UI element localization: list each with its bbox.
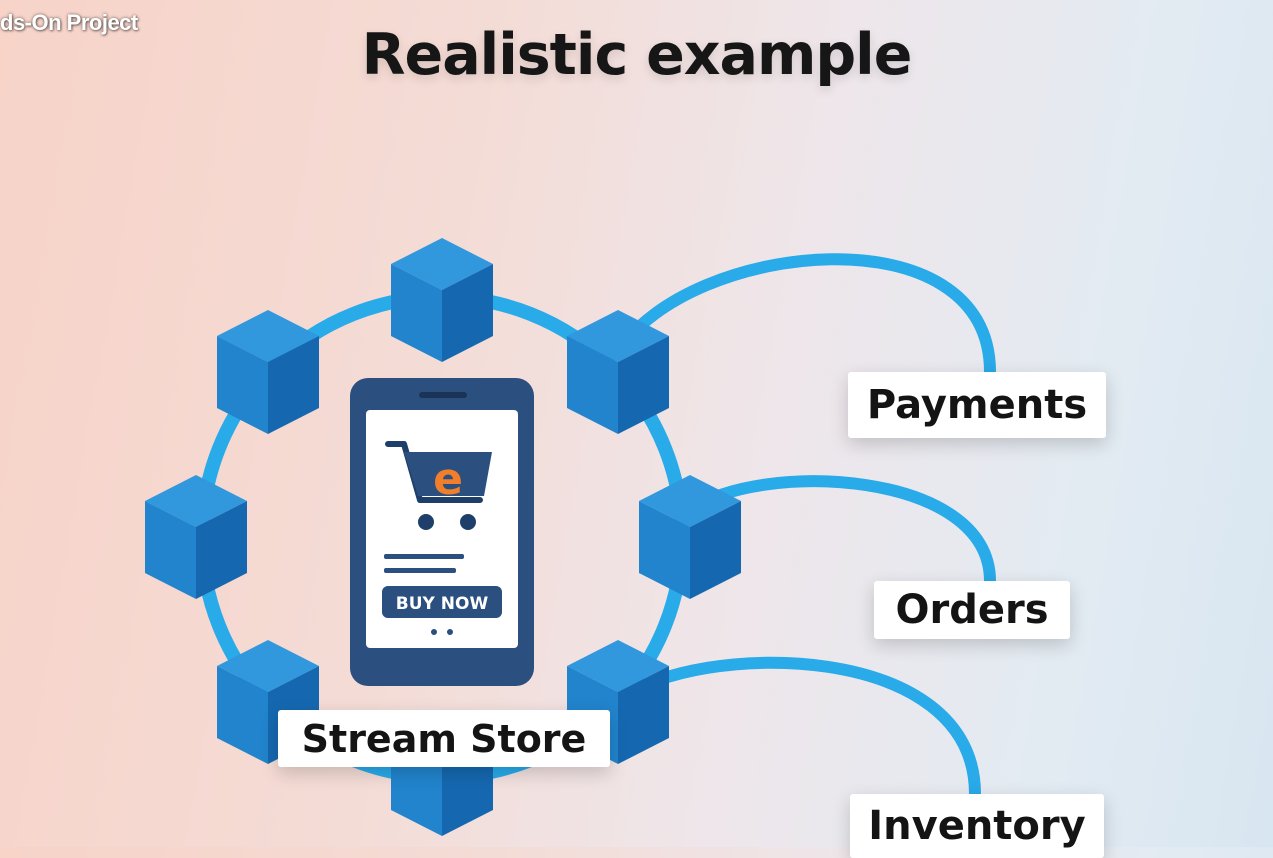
central-node-label: Stream Store: [278, 710, 610, 767]
cube-node: [567, 310, 669, 434]
buy-now-label: BUY NOW: [396, 594, 489, 614]
cube-node: [145, 475, 247, 599]
buy-now-button: [382, 586, 502, 618]
cube-node: [217, 310, 319, 434]
service-label-payments: Payments: [848, 372, 1106, 438]
cube-node: [391, 238, 493, 362]
logo-letter: e: [433, 454, 463, 505]
cube-node: [639, 475, 741, 599]
service-label-orders: Orders: [874, 581, 1070, 639]
video-overlay-title: ds-On Project: [0, 10, 138, 35]
connector-orders: [684, 475, 996, 587]
connector-inventory: [612, 656, 981, 800]
connector-payments: [612, 253, 996, 378]
service-label-inventory: Inventory: [850, 794, 1104, 858]
phone-icon: e BUY NOW: [350, 378, 534, 686]
slide-title: Realistic example: [361, 22, 913, 88]
shopping-cart-icon: e: [385, 441, 492, 530]
